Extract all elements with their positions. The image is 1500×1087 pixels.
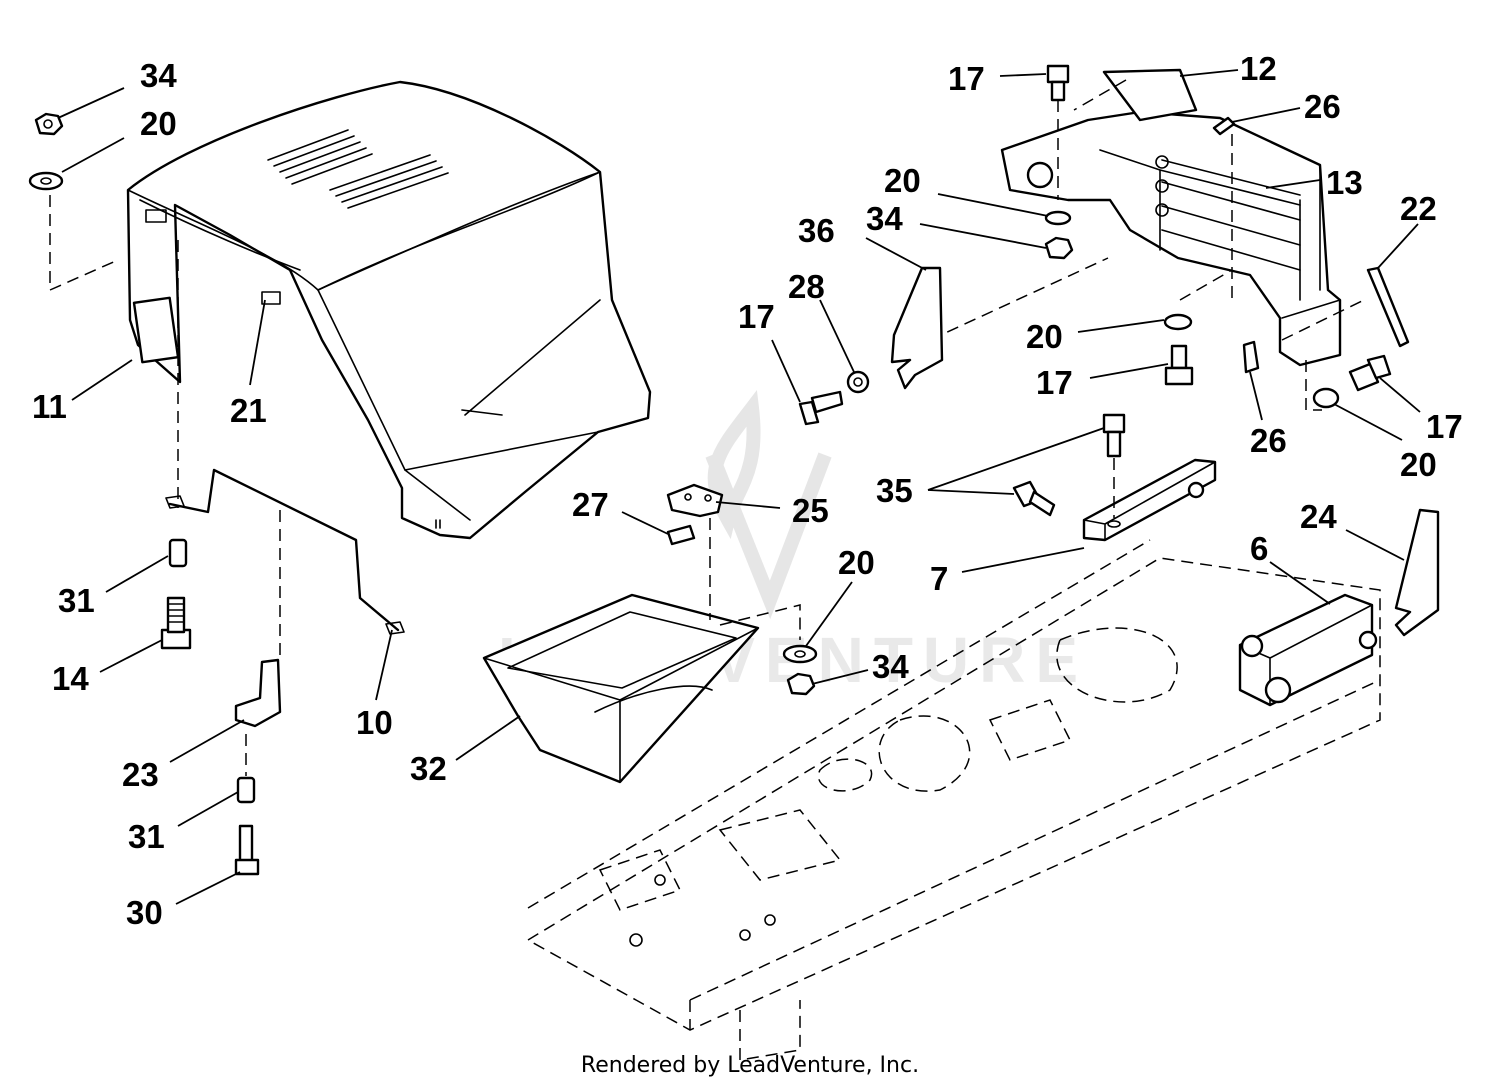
callout-32: 32 — [410, 750, 447, 787]
callout-11: 11 — [32, 388, 67, 425]
part-bolt-14[interactable] — [160, 596, 192, 650]
callout-17: 17 — [948, 60, 985, 97]
part-insert-22[interactable] — [1366, 266, 1410, 348]
part-clip-27[interactable] — [666, 524, 696, 546]
part-spacer-31-bottom[interactable] — [236, 776, 256, 804]
callout-25: 25 — [792, 492, 829, 529]
callout-21: 21 — [230, 392, 267, 429]
callout-23: 23 — [122, 756, 159, 793]
callout-34: 34 — [866, 200, 903, 237]
assembly-line — [49, 195, 119, 292]
part-bracket-36[interactable] — [890, 266, 944, 390]
callout-31: 31 — [58, 582, 95, 619]
callout-17: 17 — [1036, 364, 1073, 401]
callout-20: 20 — [884, 162, 921, 199]
assembly-line — [1305, 360, 1322, 411]
callout-24: 24 — [1300, 498, 1337, 535]
part-washer-20-top[interactable] — [1044, 210, 1072, 226]
part-support-rod[interactable] — [165, 468, 405, 635]
assembly-line — [709, 518, 801, 640]
callout-35: 35 — [876, 472, 913, 509]
part-bolt-35-horizontal[interactable] — [1012, 480, 1056, 517]
part-nut-34-top[interactable] — [1044, 236, 1074, 260]
callout-labels: 34 20 11 21 31 14 10 23 31 30 27 25 20 3… — [32, 50, 1463, 931]
callout-30: 30 — [126, 894, 163, 931]
callout-34: 34 — [872, 648, 909, 685]
callout-26: 26 — [1250, 422, 1287, 459]
callout-20: 20 — [1026, 318, 1063, 355]
part-bolt-17-right[interactable] — [1348, 354, 1392, 392]
part-bolt-17-left[interactable] — [798, 390, 844, 426]
part-clip-26-side[interactable] — [1242, 340, 1260, 374]
callout-10: 10 — [356, 704, 393, 741]
part-insert-12[interactable] — [1102, 68, 1198, 122]
assembly-line — [929, 257, 1109, 341]
assembly-line — [1281, 299, 1365, 341]
part-washer-20-right[interactable] — [1312, 387, 1340, 409]
callout-36: 36 — [798, 212, 835, 249]
callout-17: 17 — [1426, 408, 1463, 445]
callout-7: 7 — [930, 560, 948, 597]
callout-20: 20 — [140, 105, 177, 142]
part-frame-bracket-6[interactable] — [1238, 593, 1378, 707]
leader-lines — [57, 69, 1421, 905]
part-hood[interactable] — [126, 80, 652, 540]
part-bolt-17-mid[interactable] — [1164, 344, 1194, 386]
callout-13: 13 — [1326, 164, 1363, 201]
callout-22: 22 — [1400, 190, 1437, 227]
callout-27: 27 — [572, 486, 609, 523]
part-bolt-35-vertical[interactable] — [1102, 413, 1126, 458]
callout-20: 20 — [1400, 446, 1437, 483]
part-washer-20-center[interactable] — [782, 644, 818, 664]
part-bolt-30[interactable] — [234, 824, 260, 876]
callout-17: 17 — [738, 298, 775, 335]
callout-14: 14 — [52, 660, 89, 697]
footer-credit: Rendered by LeadVenture, Inc. — [580, 1053, 920, 1078]
assembly-line — [1179, 134, 1233, 301]
part-washer-20-left[interactable] — [28, 171, 64, 191]
part-bracket-23[interactable] — [234, 658, 282, 728]
part-bolt-17-top[interactable] — [1046, 64, 1070, 102]
callout-31: 31 — [128, 818, 165, 855]
callout-26: 26 — [1304, 88, 1341, 125]
callout-20: 20 — [838, 544, 875, 581]
part-star-washer-28[interactable] — [846, 370, 870, 394]
part-bracket-7[interactable] — [1082, 458, 1217, 542]
callout-34: 34 — [140, 57, 177, 94]
callout-6: 6 — [1250, 530, 1268, 567]
callout-28: 28 — [788, 268, 825, 305]
part-grille-13[interactable] — [1000, 110, 1342, 367]
callout-12: 12 — [1240, 50, 1277, 87]
part-washer-20-mid[interactable] — [1163, 313, 1193, 331]
part-spacer-31-top[interactable] — [168, 538, 188, 568]
part-battery-tray[interactable] — [482, 593, 760, 784]
part-clip-26-top[interactable] — [1212, 116, 1236, 136]
part-plate-25[interactable] — [666, 483, 724, 518]
part-frame[interactable] — [526, 539, 1381, 1061]
assembly-line — [1073, 79, 1127, 111]
part-bracket-24[interactable] — [1394, 508, 1440, 637]
part-nut-34-center[interactable] — [786, 672, 816, 696]
part-nut-34-left[interactable] — [34, 112, 64, 136]
